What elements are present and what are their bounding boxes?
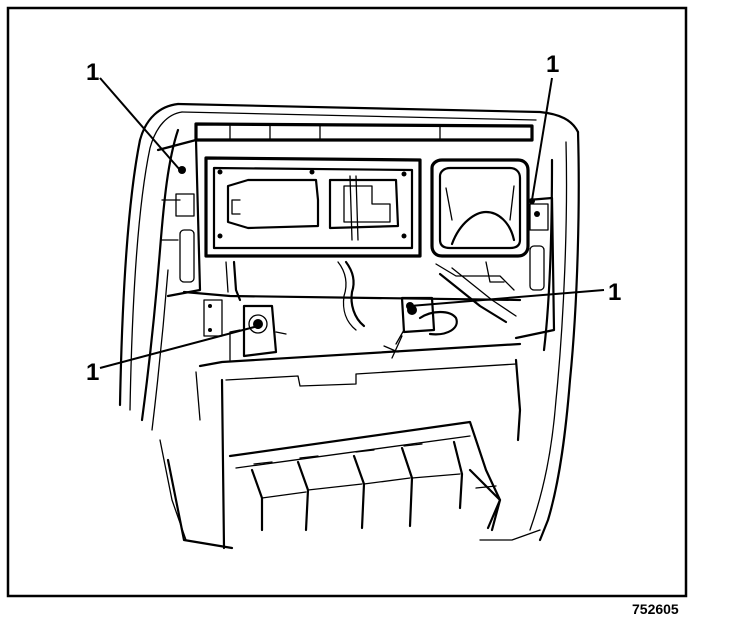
fastener-top-right — [529, 198, 535, 204]
console-housing — [118, 102, 580, 550]
leader-mid-right — [409, 289, 605, 307]
diagram-border — [6, 6, 688, 598]
leader-top-right — [531, 77, 553, 201]
callout-top-left: 1 — [86, 59, 99, 86]
fastener-top-left — [178, 166, 186, 174]
leader-lines — [99, 77, 605, 369]
callout-mid-left: 1 — [86, 359, 99, 386]
leader-top-left — [99, 77, 181, 171]
fastener-mid-right — [406, 302, 414, 310]
figure-number: 752605 — [632, 601, 679, 617]
callout-mid-right: 1 — [608, 279, 621, 306]
fastener-mid-left — [254, 321, 262, 329]
leader-mid-left — [99, 325, 259, 369]
callout-top-right: 1 — [546, 51, 559, 78]
